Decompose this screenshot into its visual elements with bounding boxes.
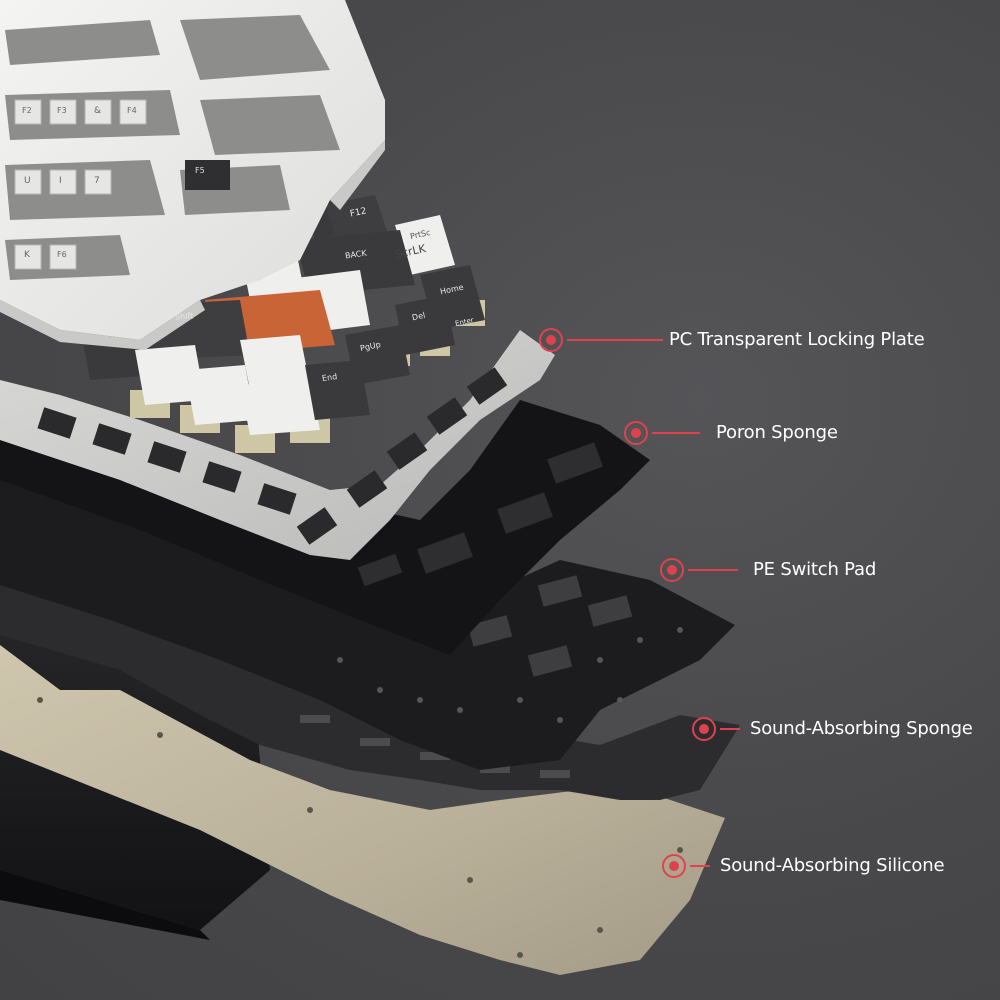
keycap-white-3 [135, 345, 205, 405]
sponge-slots [300, 715, 570, 778]
keycap-del [395, 295, 455, 355]
keycap-white-6 [240, 380, 320, 435]
frame-legend-f4: F4 [127, 106, 137, 115]
callout-label-pc-plate: PC Transparent Locking Plate [669, 329, 925, 350]
callout-marker-icon [624, 421, 648, 445]
keycap-white-4 [240, 335, 310, 390]
poron-cutouts [357, 442, 603, 587]
callout-line [652, 432, 700, 434]
frame-legend-f6: F6 [57, 250, 67, 259]
silicone-layer [0, 645, 725, 975]
callout-marker-icon [539, 328, 563, 352]
callout-line [688, 569, 738, 571]
callout-pc-plate: PC Transparent Locking Plate [537, 326, 925, 358]
top-frame [0, 0, 385, 350]
case-bottom-shadow [0, 870, 210, 940]
callout-sound-absorbing-sponge: Sound-Absorbing Sponge [690, 715, 990, 747]
callout-line [690, 865, 710, 867]
pe-pad-cutouts [467, 575, 633, 677]
callout-line [567, 339, 663, 341]
callout-label-poron-sponge: Poron Sponge [716, 422, 838, 443]
keycap-prtsc [395, 215, 455, 275]
keycap-end [305, 360, 370, 420]
callout-label-sound-absorbing-silicone: Sound-Absorbing Silicone [720, 855, 945, 876]
frame-legend-amp: & [94, 106, 102, 116]
callout-label-sound-absorbing-sponge: Sound-Absorbing Sponge [750, 718, 973, 739]
pe-pad-dots [337, 627, 683, 723]
keycap-legend-shift: Shift [174, 311, 194, 322]
frame-legend-k: K [24, 250, 30, 260]
callout-pe-switch-pad: PE Switch Pad [658, 556, 918, 588]
callout-marker-icon [692, 717, 716, 741]
frame-dark-key [185, 160, 230, 190]
callout-label-pe-switch-pad: PE Switch Pad [753, 559, 877, 580]
silicone-holes [37, 697, 683, 958]
callout-marker-icon [660, 558, 684, 582]
frame-legend-i: I [59, 176, 62, 186]
frame-legend-f2: F2 [22, 106, 32, 115]
frame-legend-f3: F3 [57, 106, 67, 115]
pc-plate-cutouts [37, 367, 508, 545]
callout-marker-icon [662, 854, 686, 878]
keycap-white-5 [185, 365, 255, 425]
frame-legend-u: U [24, 176, 31, 186]
callout-sound-absorbing-silicone: Sound-Absorbing Silicone [660, 852, 970, 884]
callout-line [720, 728, 740, 730]
frame-legend-7: 7 [94, 176, 100, 186]
callout-poron-sponge: Poron Sponge [622, 419, 922, 451]
frame-legend-f5: F5 [195, 166, 205, 175]
